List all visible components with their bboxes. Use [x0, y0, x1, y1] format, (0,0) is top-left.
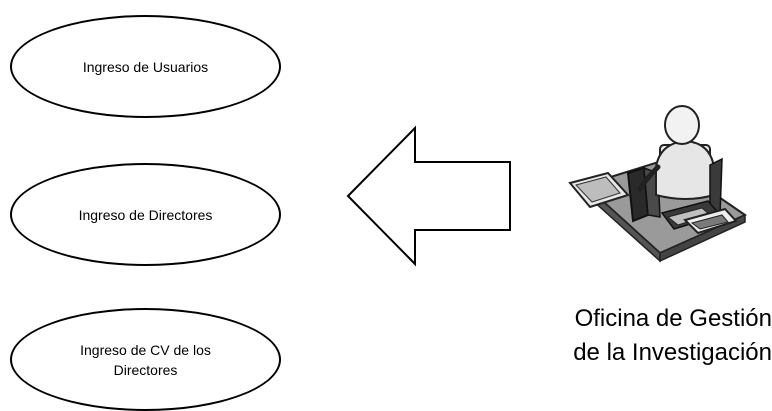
- use-case-label: Ingreso de Usuarios: [82, 58, 209, 75]
- actor-label-line1: Oficina de Gestión: [574, 305, 772, 332]
- use-case-ingreso-directores: Ingreso de Directores: [10, 163, 281, 266]
- use-case-ingreso-cv-directores: Ingreso de CV de los Directores: [10, 308, 281, 411]
- use-case-label: Ingreso de Directores: [78, 206, 213, 223]
- use-case-label: Ingreso de CV de los Directores: [80, 341, 211, 378]
- office-worker-at-desk-icon: [568, 105, 748, 263]
- actor-label: Oficina de Gestión de la Investigación: [505, 302, 772, 370]
- use-case-ingreso-usuarios: Ingreso de Usuarios: [10, 15, 281, 118]
- actor-label-line2: de la Investigación: [573, 339, 772, 366]
- left-arrow-icon: [346, 125, 511, 267]
